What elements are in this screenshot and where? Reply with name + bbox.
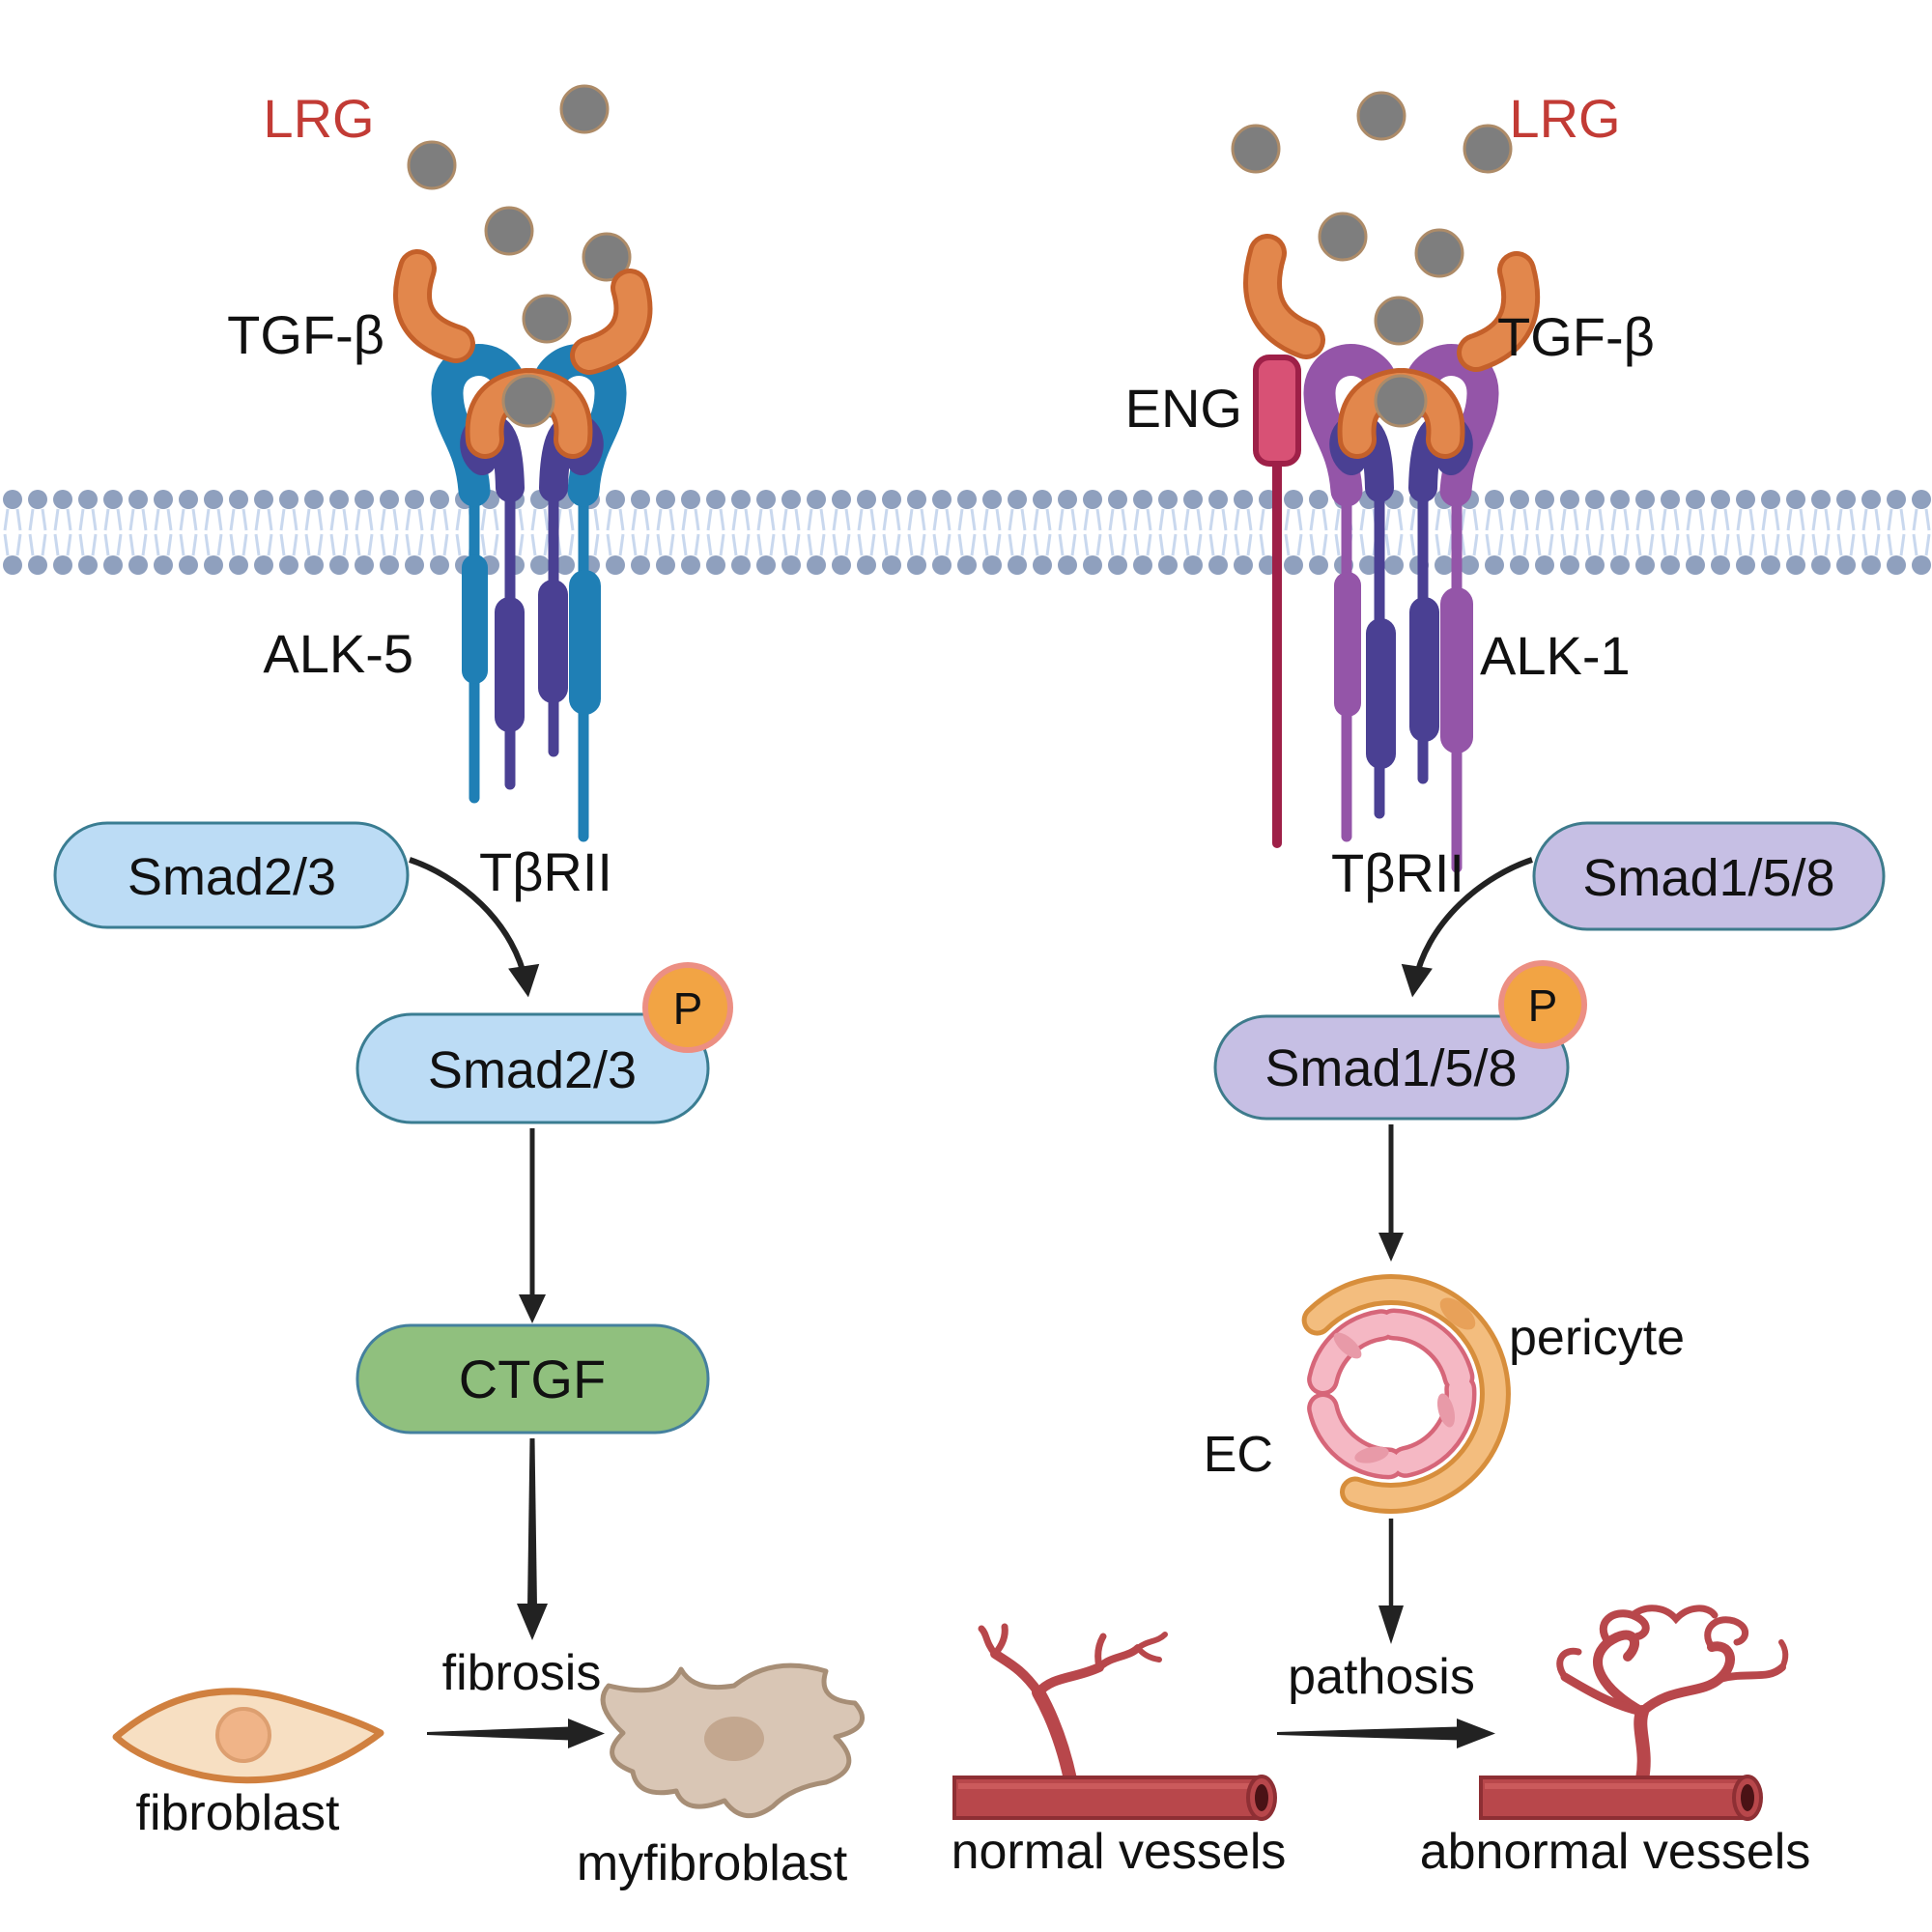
myofibroblast-label: myfibroblast xyxy=(577,1835,848,1891)
smad23-phospho-pill: Smad2/3 P xyxy=(355,962,733,1124)
ec-label: EC xyxy=(1204,1427,1273,1483)
myofibroblast-icon xyxy=(600,1662,866,1819)
smad23-label: Smad2/3 xyxy=(128,848,336,906)
phospho-badge xyxy=(642,962,733,1053)
pericyte-label: pericyte xyxy=(1509,1310,1685,1366)
ctgf-pill: CTGF xyxy=(355,1323,710,1435)
arrow-smad158-to-vessel xyxy=(1378,1124,1404,1262)
vessel-cross-section-icon xyxy=(1301,1274,1511,1514)
lrg-molecules-right-icon xyxy=(1231,91,1513,346)
lrg-molecule-icon xyxy=(501,374,555,428)
smad158-label: Smad1/5/8 xyxy=(1582,849,1834,907)
alk1-tbrii-eng-receptor-complex-icon xyxy=(1253,344,1499,873)
tbrii-label-left: TβRII xyxy=(479,841,612,902)
smad23-phospho-label: Smad2/3 xyxy=(428,1041,637,1099)
arrow-smad158-activation xyxy=(1401,857,1533,998)
phospho-badge-label: P xyxy=(1528,980,1558,1031)
lrg-label-left: LRG xyxy=(263,88,374,149)
normal-vessels-label: normal vessels xyxy=(952,1824,1287,1880)
arrow-smad23-activation xyxy=(409,857,540,998)
fibroblast-label: fibroblast xyxy=(136,1785,341,1841)
lrg-molecules-left-icon xyxy=(407,84,632,344)
normal-vessels-icon xyxy=(952,1623,1277,1821)
pericyte-icon xyxy=(1301,1274,1511,1514)
tgfb-label-left: TGF-β xyxy=(227,304,384,365)
smad23-pill: Smad2/3 xyxy=(53,821,410,929)
fibroblast-icon xyxy=(112,1688,384,1784)
tgfb-free-ligands-right-icon xyxy=(1243,234,1541,372)
plasma-membrane xyxy=(0,488,1932,577)
lrg-label-right: LRG xyxy=(1509,88,1620,149)
tbrii-label-right: TβRII xyxy=(1331,842,1464,903)
ctgf-label: CTGF xyxy=(459,1349,606,1409)
tgfb-free-ligands-left-icon xyxy=(393,249,653,375)
eng-label: ENG xyxy=(1125,378,1242,439)
smad158-phospho-label: Smad1/5/8 xyxy=(1264,1039,1517,1097)
abnormal-vessels-label: abnormal vessels xyxy=(1420,1824,1811,1880)
phospho-badge xyxy=(1498,960,1587,1049)
ec-cells-icon xyxy=(1307,1308,1477,1480)
alk1-label: ALK-1 xyxy=(1480,625,1631,686)
pathosis-label: pathosis xyxy=(1288,1649,1475,1705)
phospho-badge-label: P xyxy=(673,983,703,1034)
arrow-vessel-to-pathosis xyxy=(1378,1519,1404,1644)
alk5-label: ALK-5 xyxy=(263,623,413,684)
abnormal-vessels-icon xyxy=(1479,1605,1789,1821)
alk5-tbrii-receptor-complex-icon xyxy=(431,344,627,842)
lrg-molecule-icon xyxy=(1374,374,1428,428)
arrow-smad23-to-ctgf xyxy=(519,1128,546,1323)
fibrosis-label: fibrosis xyxy=(442,1645,602,1701)
tgfb-label-right: TGF-β xyxy=(1497,306,1655,367)
arrow-fibroblast-to-myofibroblast xyxy=(427,1719,605,1748)
smad158-pill: Smad1/5/8 xyxy=(1532,821,1886,931)
smad158-phospho-pill: Smad1/5/8 P xyxy=(1213,960,1587,1121)
arrow-ctgf-to-fibrosis xyxy=(517,1438,548,1640)
arrow-normal-to-abnormal xyxy=(1277,1719,1495,1748)
